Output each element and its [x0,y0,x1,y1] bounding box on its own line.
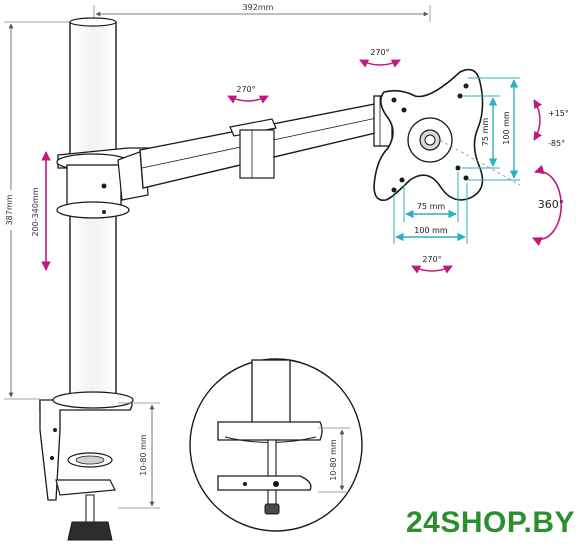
clamp-range-label: 10-80 mm [139,434,148,476]
overall-height-dimension: 387mm [3,21,72,400]
rotation-arm-mid: 270° [227,85,269,104]
rotation-screen-label: 360° [538,198,565,211]
overall-height-label: 387mm [5,194,14,225]
vesa-dimensions: 75 mm 100 mm 75 mm 100 mm [393,77,520,244]
desk-clamp [39,391,134,541]
vesa-large-vertical-label: 100 mm [502,111,511,145]
vesa-plate [373,68,521,202]
rotation-arm-top-label: 270° [370,48,389,57]
rotation-arm-mid-label: 270° [236,85,255,94]
height-adjust-dimension: 200-340mm [31,151,51,271]
height-adjust-label: 200-340mm [31,187,40,236]
overall-width-dimension: 392mm [93,2,431,28]
store-watermark: 24SHOP.BY [405,506,575,539]
rotation-screen: 360° [532,164,565,246]
pole-collar [56,147,151,219]
mount-arm [139,95,393,189]
detail-clamp-range-dimension: 10-80 mm [318,427,350,493]
clamp-range-dimension: 10-80 mm [118,402,160,509]
tilt-indicator: +15° -85° [533,99,569,148]
detail-clamp-range-label: 10-80 mm [329,439,338,481]
vesa-small-vertical-label: 75 mm [481,118,490,147]
rotation-arm-bottom: 270° [411,255,453,274]
rotation-arm-top: 270° [359,48,401,68]
clamp-detail-view [189,358,363,532]
vesa-small-horizontal-label: 75 mm [417,202,446,211]
vesa-large-horizontal-label: 100 mm [414,226,448,235]
tilt-up-label: +15° [548,109,569,118]
rotation-arm-bottom-label: 270° [422,255,441,264]
tilt-down-label: -85° [548,139,565,148]
overall-width-label: 392mm [243,3,274,12]
